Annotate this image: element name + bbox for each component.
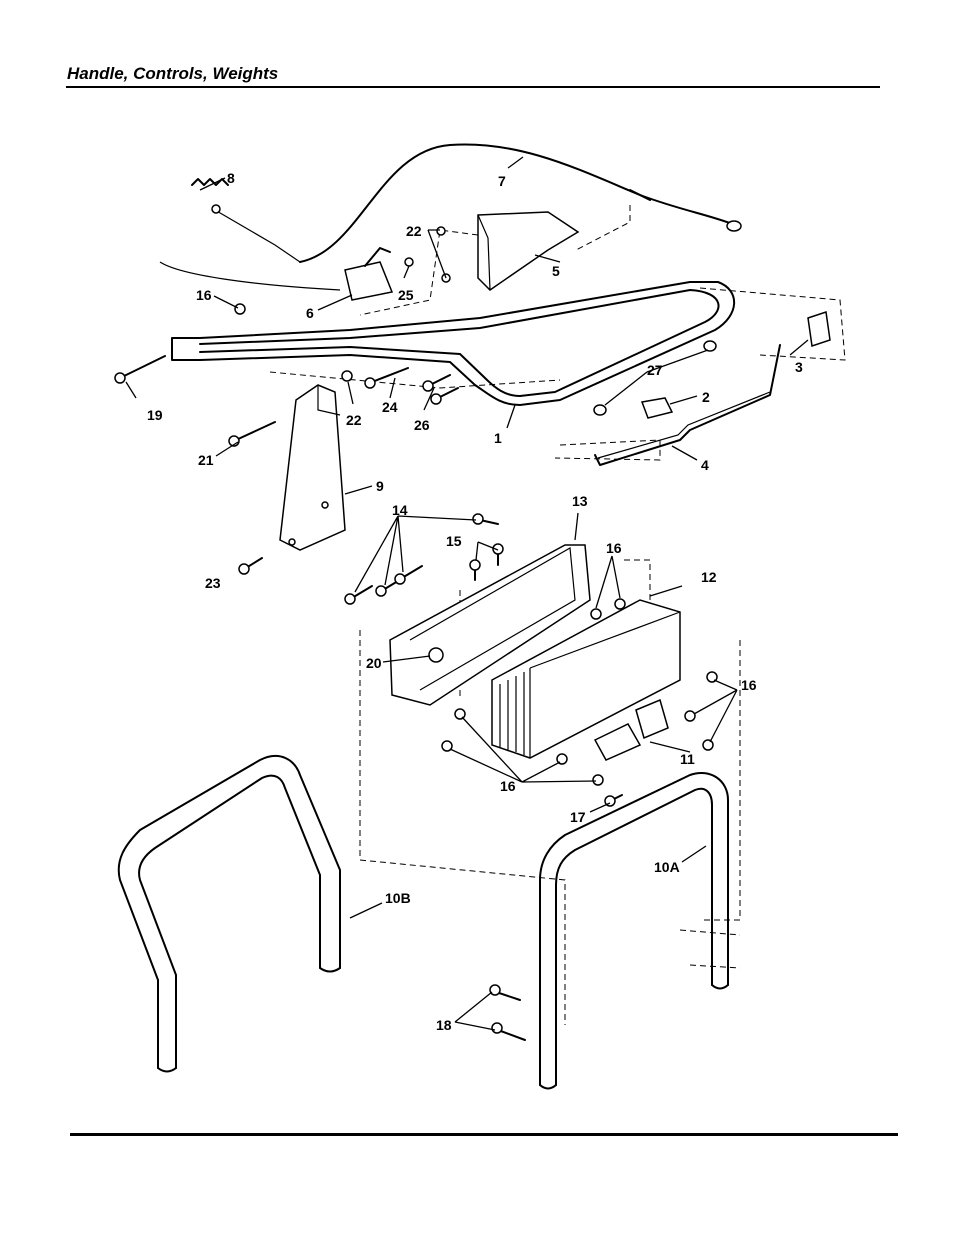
- callout-3: 3: [795, 359, 803, 375]
- header-rule: [66, 86, 880, 88]
- callout-19: 19: [147, 407, 163, 423]
- control-rod: [594, 344, 781, 466]
- callout-26: 26: [414, 417, 430, 433]
- latch-bracket: [807, 311, 831, 347]
- callout-15: 15: [446, 533, 462, 549]
- callout-16-bottom: 16: [500, 778, 516, 794]
- handle-bar-10a: [539, 772, 729, 1090]
- callout-5: 5: [552, 263, 560, 279]
- spring-part: [191, 178, 301, 263]
- callout-24: 24: [382, 399, 398, 415]
- handle-frame: [171, 281, 736, 406]
- callout-6: 6: [306, 305, 314, 321]
- handle-bar-10b: [117, 755, 341, 1073]
- callout-17: 17: [570, 809, 586, 825]
- callout-16-right: 16: [606, 540, 622, 556]
- callout-14: 14: [392, 502, 408, 518]
- callout-7: 7: [498, 173, 506, 189]
- callout-25: 25: [398, 287, 414, 303]
- callout-10a: 10A: [654, 859, 680, 875]
- callout-12: 12: [701, 569, 717, 585]
- callout-8: 8: [227, 170, 235, 186]
- rod-clip: [640, 397, 674, 419]
- weight-stack: [491, 599, 681, 759]
- mounting-clips: [593, 698, 669, 761]
- callout-labels: 7 8 22 5 16 6 25 3 27 2 4 1 22 24 26 19 …: [147, 170, 803, 1033]
- assembly-guides: [269, 205, 846, 1025]
- callout-9: 9: [376, 478, 384, 494]
- weight-bracket: [389, 544, 591, 706]
- callout-18: 18: [436, 1017, 452, 1033]
- callout-20: 20: [366, 655, 382, 671]
- leader-lines: [125, 156, 809, 1031]
- nuts: [234, 226, 718, 786]
- cover-plate: [477, 211, 580, 291]
- callout-16-top: 16: [196, 287, 212, 303]
- callout-22-mid: 22: [346, 412, 362, 428]
- callout-4: 4: [701, 457, 709, 473]
- handle-bracket: [279, 384, 346, 551]
- callout-23: 23: [205, 575, 221, 591]
- callout-27: 27: [647, 362, 663, 378]
- callout-10b: 10B: [385, 890, 411, 906]
- callout-1: 1: [494, 430, 502, 446]
- throttle-cable: [299, 143, 742, 263]
- callout-11: 11: [680, 751, 695, 767]
- spacers: [593, 340, 717, 416]
- callout-13: 13: [572, 493, 588, 509]
- callout-16-far: 16: [741, 677, 757, 693]
- callout-2: 2: [702, 389, 710, 405]
- bolts: [114, 355, 623, 1041]
- throttle-control: [344, 247, 394, 301]
- control-cable: [159, 261, 341, 291]
- callout-22-top: 22: [406, 223, 422, 239]
- callout-21: 21: [198, 452, 214, 468]
- page-title: Handle, Controls, Weights: [67, 64, 279, 83]
- footer-rule: [70, 1133, 898, 1136]
